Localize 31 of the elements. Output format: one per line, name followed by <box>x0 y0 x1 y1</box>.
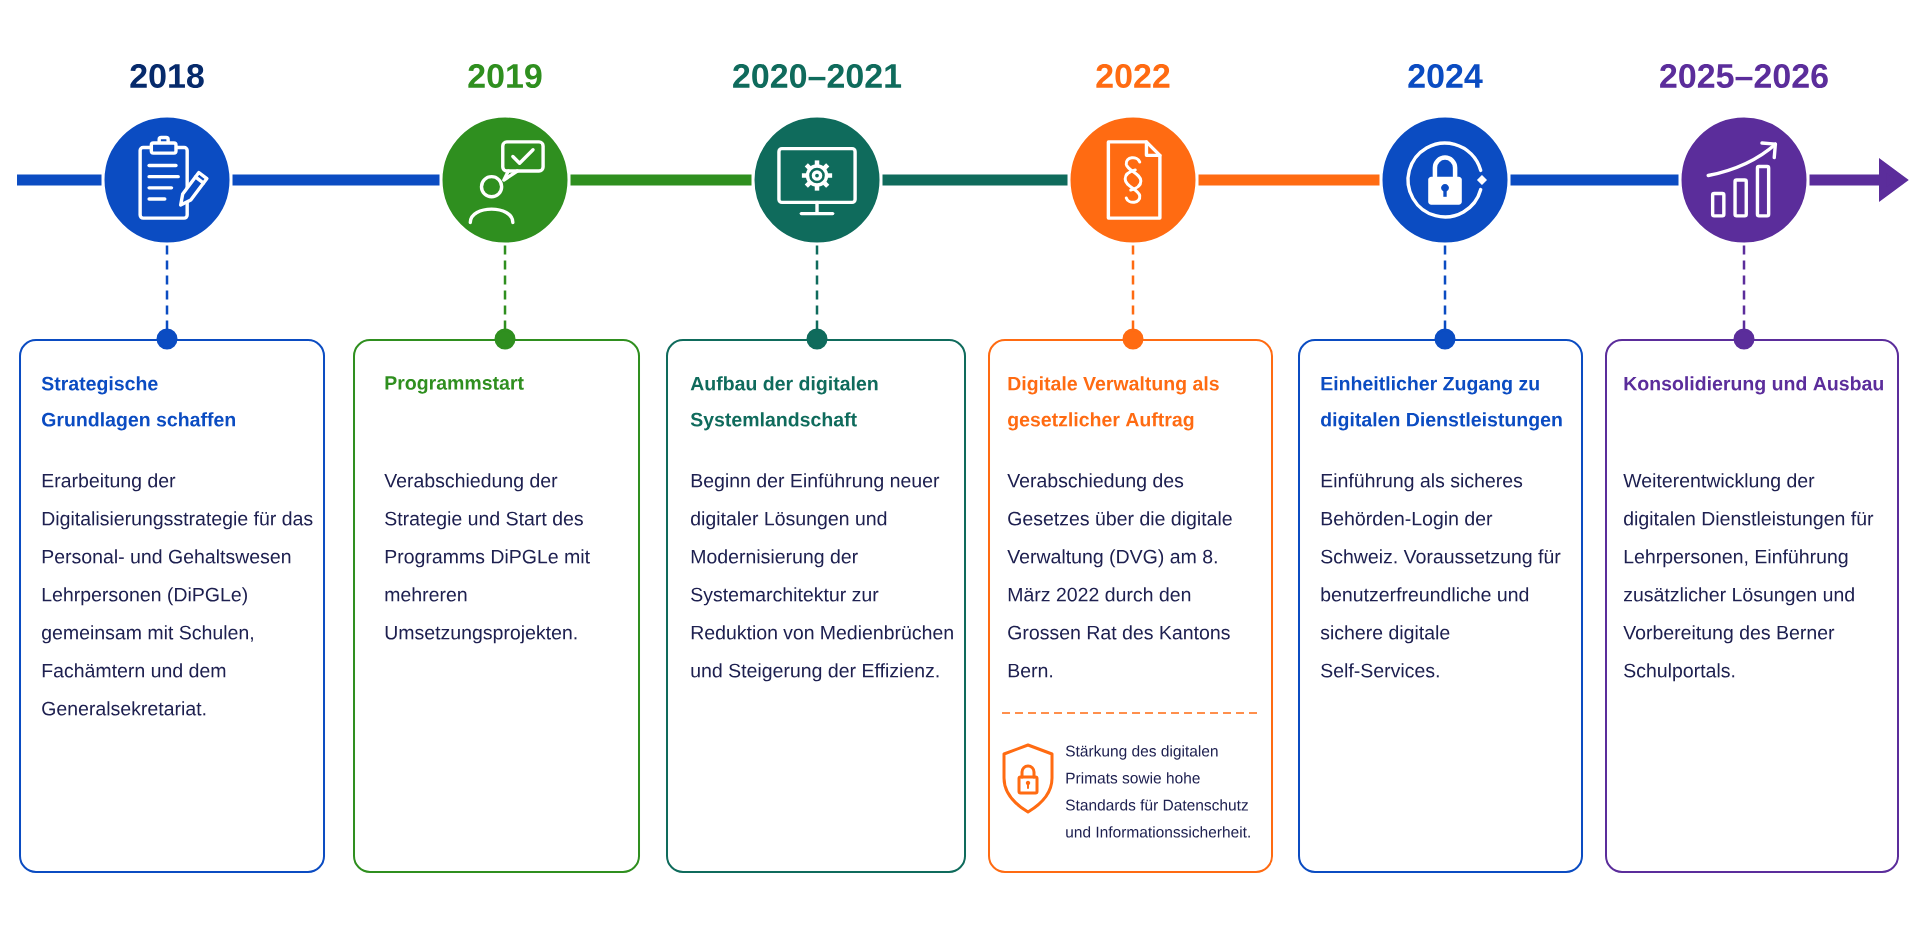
year-label: 2025–2026 <box>1660 63 1828 89</box>
card-text: Erarbeitung der Digitalisierungsstrategie für das Personal- und Gehaltswesen Lehrpersonen (DiPGLe) gemeinsam mit Schulen, Fachämtern und dem Generalsekretariat. <box>42 473 313 716</box>
note-text: Stärkung des digitalen Primats sowie hohe Standards für Datenschutz und Informationssicherheit. <box>1065 745 1250 838</box>
year-label: 2019 <box>468 63 542 89</box>
dashed-connector <box>494 245 516 350</box>
card-title: Aufbau der digitalen Systemlandschaft <box>690 376 878 431</box>
year-label: 2020–2021 <box>733 63 902 89</box>
timeline-line <box>17 174 102 186</box>
card-text: Einführung als sicheres Behörden-Login der Schweiz. Voraussetzung für benutzerfreundliche und sichere digitale Self-Services. <box>1320 473 1561 678</box>
card-text: Verabschiedung des Gesetzes über die digitale Verwaltung (DVG) am 8. März 2022 durch den Grossen Rat des Kantons Bern. <box>1007 473 1232 678</box>
card-title: Einheitlicher Zugang zu digitalen Dienstleistungen <box>1321 376 1562 431</box>
timeline-line <box>232 174 440 186</box>
timeline-line <box>570 174 752 186</box>
card-text: Verabschiedung der Strategie und Start des Programms DiPGLe mit mehreren Umsetzungsprojekten. <box>384 473 590 644</box>
year-label: 2018 <box>130 63 204 89</box>
dashed-connector <box>1733 245 1755 350</box>
card-title: Programmstart <box>385 376 524 394</box>
card-text: Beginn der Einführung neuer digitaler Lösungen und Modernisierung der Systemarchitektur zur Reduktion von Medienbrüchen und Steigerung der Effizienz. <box>691 473 953 682</box>
timeline-line <box>882 174 1068 186</box>
year-label: 2024 <box>1408 63 1483 89</box>
card-title: Konsolidierung und Ausbau <box>1624 376 1883 395</box>
card-title: Digitale Verwaltung als gesetzlicher Auftrag <box>1008 376 1219 431</box>
dashed-connector <box>1434 245 1456 350</box>
card-text: Weiterentwicklung der digitalen Dienstleistungen für Lehrpersonen, Einführung zusätzlicher Lösungen und Vorbereitung des Berner Schulportals. <box>1623 473 1874 682</box>
dashed-connector <box>1122 245 1144 350</box>
timeline-line <box>1510 174 1679 186</box>
year-label: 2022 <box>1096 63 1170 89</box>
dashed-connector <box>806 245 828 350</box>
card-title: Strategische Grundlagen schaffen <box>41 376 235 431</box>
dashed-connector <box>156 245 178 350</box>
timeline-line <box>1198 174 1380 186</box>
